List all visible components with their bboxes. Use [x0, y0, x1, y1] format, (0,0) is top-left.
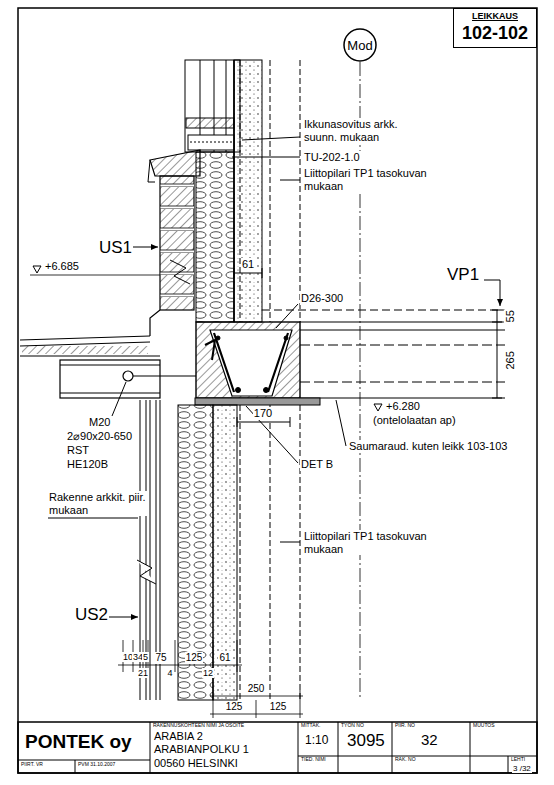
title-block-text: ARABIANPOLKU 1 [153, 743, 250, 756]
section-id-box: LEIKKAUS102-102 [453, 8, 537, 48]
section-number: 102-102 [460, 22, 530, 45]
dimension-value: 21 [137, 668, 149, 678]
dimension-value: 125 [225, 701, 244, 713]
title-block-text: PONTEK oy [24, 731, 133, 753]
callout-text: Liittopilari TP1 tasokuvan mukaan [303, 167, 430, 192]
callout-text: US2 [74, 605, 109, 625]
callout-text: 2⌀90x20-650 [66, 430, 133, 443]
callout-text: US1 [98, 238, 133, 258]
callout-text: Ikkunasovitus arkk. suunn. mukaan [303, 118, 430, 143]
callout-text: 170 [253, 407, 273, 420]
callout-text: VP1 [446, 265, 480, 285]
dimension-value: 125 [269, 701, 288, 713]
dimension-value: 250 [247, 683, 266, 695]
callout-text: 55 [504, 309, 517, 323]
dimension-value: 75 [154, 652, 167, 664]
title-block-text: PIIRT. VR [20, 762, 44, 768]
callout-text: RST [66, 444, 90, 457]
title-block-text: LEHTI [510, 757, 526, 763]
callout-text: +6.280 [385, 400, 421, 413]
axis-label: Mod [347, 38, 372, 53]
title-block-text: TYÖN NO [340, 723, 365, 729]
title-block-text: TIED. NIMI [300, 757, 327, 763]
callout-text: (ontelolaatan ap) [372, 414, 457, 427]
callout-text: HE120B [66, 458, 109, 471]
dimension-value: 4 [166, 668, 173, 678]
callout-text: D26-300 [300, 292, 344, 305]
title-block-text: PVM 31.10.2007 [77, 762, 116, 768]
title-block-text: PIIR. NO [394, 723, 416, 729]
callout-text: 61 [241, 258, 255, 271]
callout-text: TU-202-1.0 [303, 151, 361, 164]
title-block-text: 1:10 [304, 734, 329, 748]
callout-text: DET B [300, 458, 334, 471]
title-block-text: 3095 [346, 731, 386, 751]
title-block-text: 3 /32 [512, 764, 532, 773]
dimension-value: 125 [185, 652, 204, 664]
dimension-value: 61 [218, 652, 231, 664]
title-block-text: 32 [420, 731, 439, 748]
title-block-text: 00560 HELSINKI [153, 757, 239, 770]
dimension-value: 5 [142, 652, 149, 662]
callout-text: Rakenne arkkit. piir. mukaan [48, 491, 148, 516]
title-block-text: MUUTOS [472, 723, 496, 729]
sheet-heading: LEIKKAUS [460, 11, 530, 22]
callout-text: M20 [88, 416, 111, 429]
callout-text: +6.685 [44, 260, 80, 273]
grid-axis-circle: Mod [343, 28, 377, 62]
title-block-text: RAK. NO [394, 757, 417, 763]
title-block-text: MITTAK. [300, 723, 321, 729]
title-block-text: RAKENNUSKOHTEEN NIMI JA OSOITE [152, 723, 245, 729]
title-block-text: ARABIA 2 [153, 730, 204, 743]
callout-text: 265 [504, 350, 517, 370]
callout-text: Saumaraud. kuten leikk 103-103 [348, 440, 508, 453]
dimension-value: 12 [202, 668, 214, 678]
callout-text: Liittopilari TP1 tasokuvan mukaan [303, 530, 430, 555]
